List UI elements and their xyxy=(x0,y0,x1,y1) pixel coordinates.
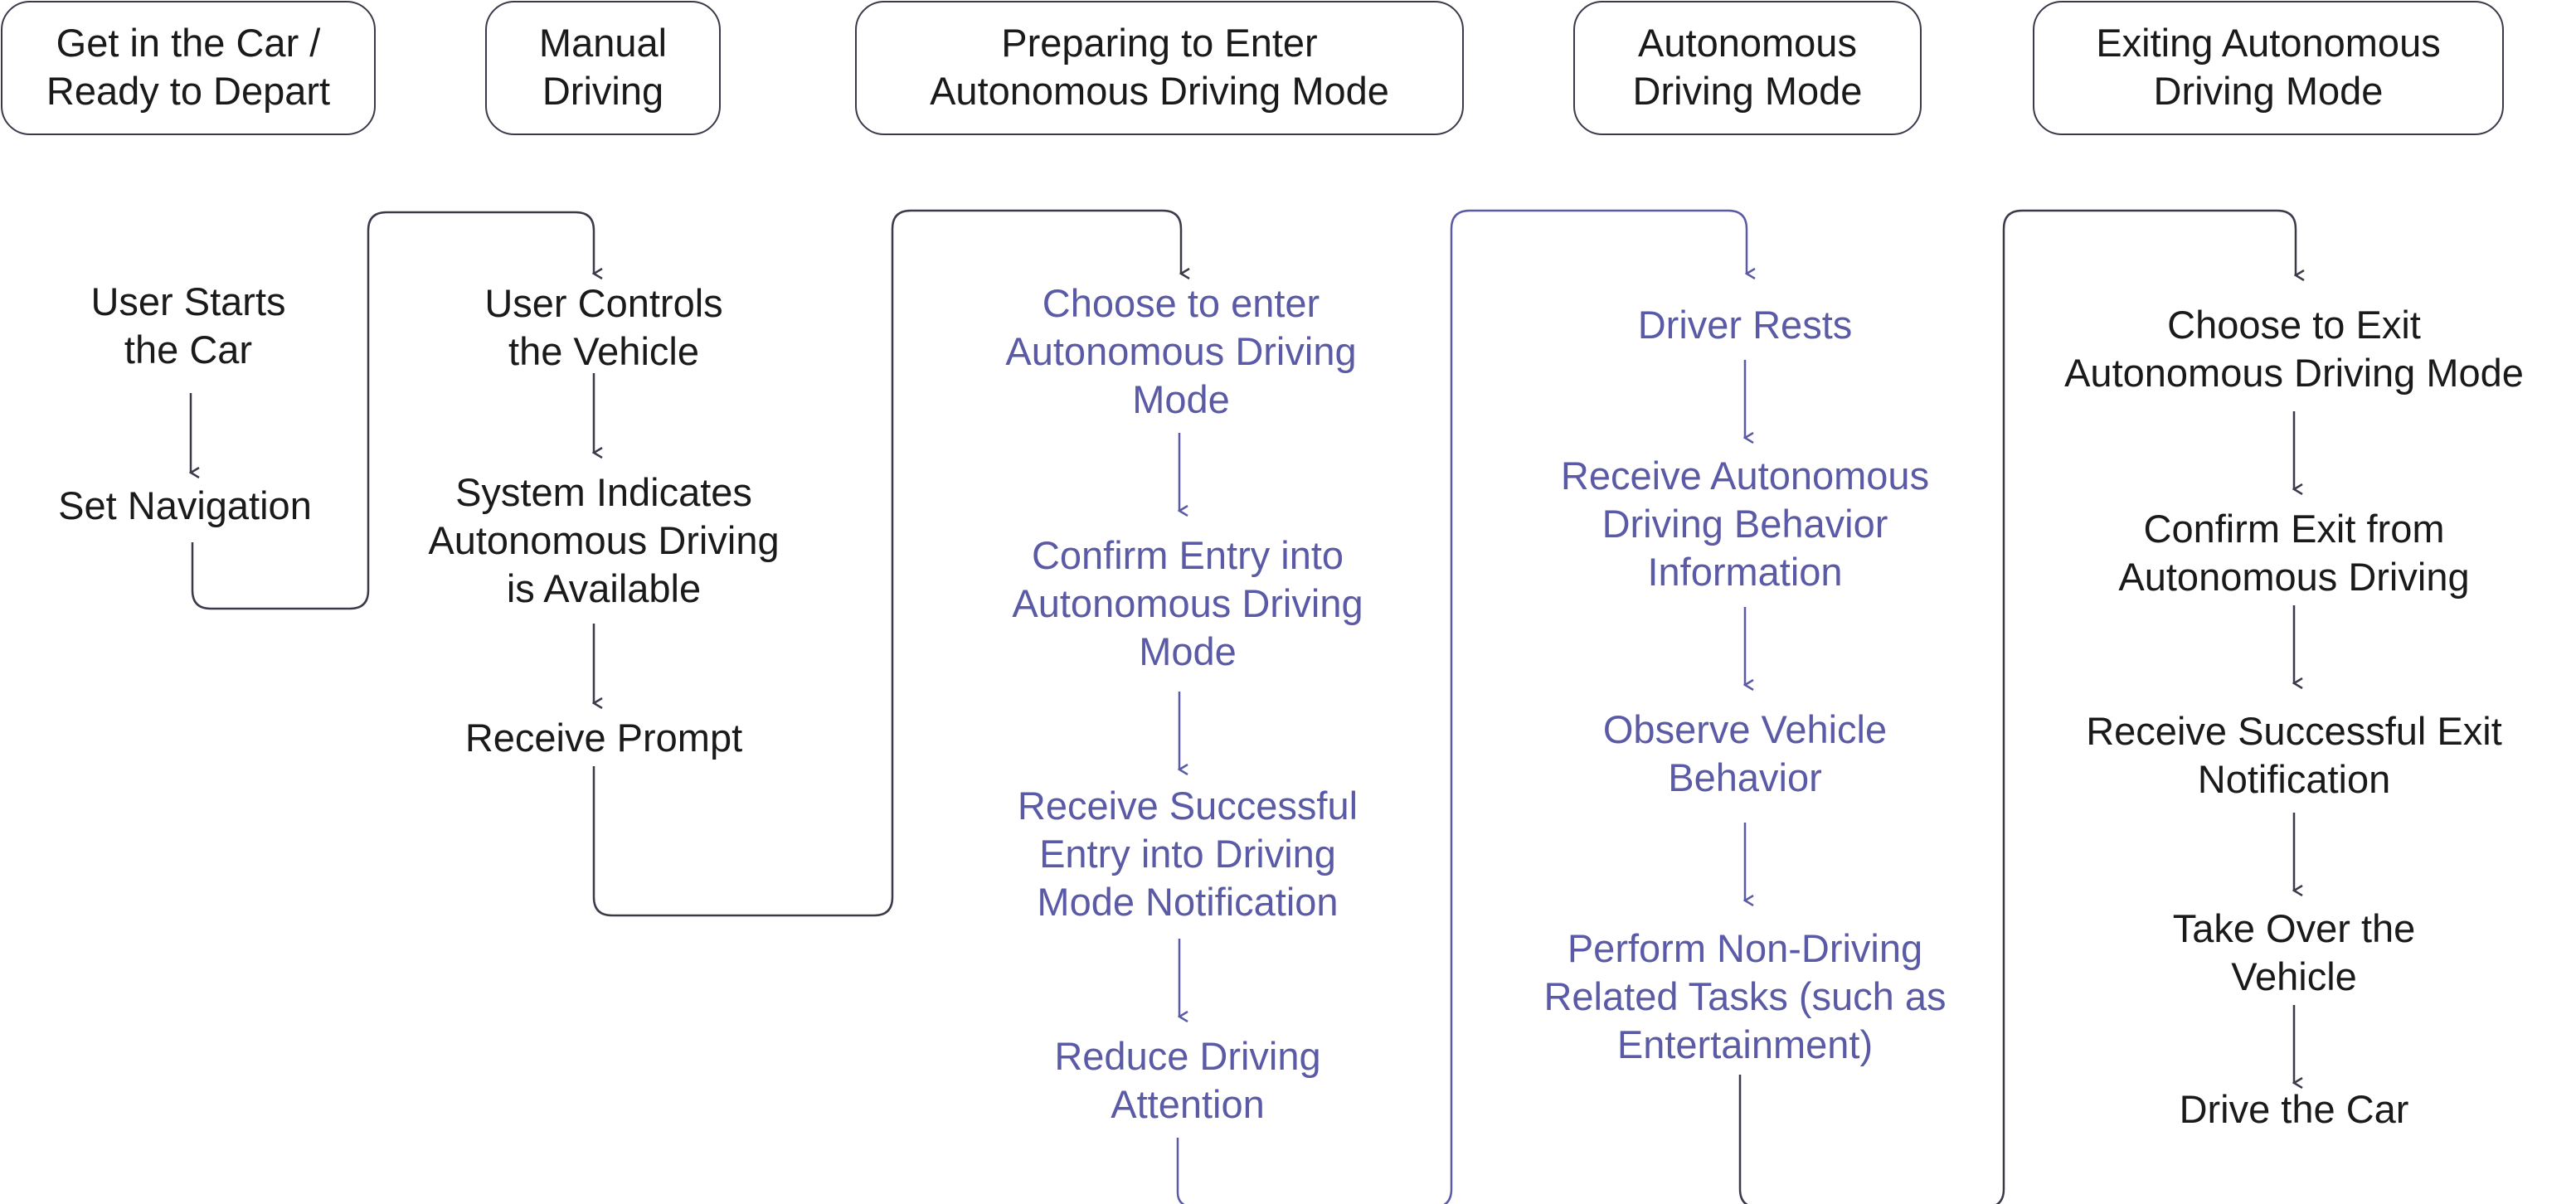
step-label: Mode Notification xyxy=(1037,880,1338,924)
step-label: Notification xyxy=(2198,757,2391,801)
step-label: Entry into Driving xyxy=(1039,832,1336,876)
step-confirm-exit: Confirm Exit from Autonomous Driving xyxy=(2118,507,2469,599)
step-observe-behavior: Observe Vehicle Behavior xyxy=(1603,707,1887,799)
stage-label: Get in the Car / xyxy=(56,21,322,65)
step-label: the Car xyxy=(124,328,252,371)
step-label: Information xyxy=(1647,550,1842,594)
step-label: Perform Non-Driving xyxy=(1567,926,1922,970)
step-label: Autonomous Driving Mode xyxy=(2064,351,2524,395)
step-driver-rests: Driver Rests xyxy=(1638,303,1853,347)
step-label: Choose to Exit xyxy=(2167,303,2421,347)
step-label: Attention xyxy=(1111,1082,1265,1126)
step-user-controls-vehicle: User Controls the Vehicle xyxy=(484,281,722,373)
step-label: User Controls xyxy=(484,281,722,325)
step-confirm-entry: Confirm Entry into Autonomous Driving Mo… xyxy=(1012,533,1363,673)
connector-arrow xyxy=(592,209,1181,917)
step-label: Take Over the xyxy=(2173,906,2416,950)
step-label: Receive Autonomous xyxy=(1561,454,1929,498)
step-choose-enter-autonomous: Choose to enter Autonomous Driving Mode xyxy=(1005,281,1356,421)
connector-arrow xyxy=(1176,209,1747,1204)
step-set-navigation: Set Navigation xyxy=(58,483,312,527)
step-label: Driver Rests xyxy=(1638,303,1853,347)
connector-arrow xyxy=(1738,209,2296,1204)
stage-manual-driving: Manual Driving xyxy=(485,1,721,135)
step-label: Vehicle xyxy=(2231,954,2357,998)
step-label: Mode xyxy=(1132,377,1230,421)
step-label: Confirm Entry into xyxy=(1032,533,1344,577)
step-system-indicates-available: System Indicates Autonomous Driving is A… xyxy=(428,470,779,610)
step-label: Entertainment) xyxy=(1617,1022,1873,1066)
step-receive-behavior-info: Receive Autonomous Driving Behavior Info… xyxy=(1561,454,1929,594)
step-reduce-attention: Reduce Driving Attention xyxy=(1054,1034,1320,1126)
step-label: Set Navigation xyxy=(58,483,312,527)
step-label: Receive Prompt xyxy=(465,716,742,760)
stage-label: Exiting Autonomous xyxy=(2096,21,2440,65)
step-label: Autonomous Driving xyxy=(428,518,779,562)
step-take-over-vehicle: Take Over the Vehicle xyxy=(2173,906,2416,998)
step-label: the Vehicle xyxy=(508,329,699,373)
stage-label: Driving Mode xyxy=(1633,69,1863,113)
step-choose-exit: Choose to Exit Autonomous Driving Mode xyxy=(2064,303,2524,395)
step-label: Confirm Exit from xyxy=(2144,507,2445,551)
stage-label: Autonomous xyxy=(1638,21,1857,65)
stage-exiting-autonomous: Exiting Autonomous Driving Mode xyxy=(2033,1,2504,135)
step-label: Choose to enter xyxy=(1043,281,1320,325)
stage-label: Driving Mode xyxy=(2154,69,2384,113)
step-receive-entry-notification: Receive Successful Entry into Driving Mo… xyxy=(1018,784,1358,924)
connector-arrow xyxy=(191,211,594,610)
step-label: Drive the Car xyxy=(2180,1087,2409,1131)
step-receive-prompt: Receive Prompt xyxy=(465,716,742,760)
step-label: Behavior xyxy=(1668,755,1822,799)
step-label: Driving Behavior xyxy=(1602,502,1888,546)
step-label: Observe Vehicle xyxy=(1603,707,1887,751)
stage-label: Ready to Depart xyxy=(46,69,330,113)
step-label: Receive Successful xyxy=(1018,784,1358,828)
step-label: Mode xyxy=(1139,629,1237,673)
step-label: Reduce Driving xyxy=(1054,1034,1320,1078)
step-label: User Starts xyxy=(90,279,285,323)
step-drive-the-car: Drive the Car xyxy=(2180,1087,2409,1131)
stage-label: Autonomous Driving Mode xyxy=(930,69,1389,113)
step-label: Autonomous Driving xyxy=(1005,329,1356,373)
stage-label: Driving xyxy=(542,69,663,113)
stage-ready-to-depart: Get in the Car / Ready to Depart xyxy=(1,1,376,135)
step-label: System Indicates xyxy=(455,470,752,514)
step-label: Autonomous Driving xyxy=(1012,581,1363,625)
step-label: Related Tasks (such as xyxy=(1543,974,1946,1018)
step-label: Autonomous Driving xyxy=(2118,555,2469,599)
stage-label: Manual xyxy=(539,21,667,65)
stage-autonomous-driving: Autonomous Driving Mode xyxy=(1573,1,1922,135)
step-non-driving-tasks: Perform Non-Driving Related Tasks (such … xyxy=(1543,926,1946,1066)
stage-label: Preparing to Enter xyxy=(1001,21,1317,65)
step-user-starts-car: User Starts the Car xyxy=(90,279,285,371)
step-label: is Available xyxy=(507,566,701,610)
stage-preparing-autonomous: Preparing to Enter Autonomous Driving Mo… xyxy=(855,1,1464,135)
step-receive-exit-notification: Receive Successful Exit Notification xyxy=(2086,709,2502,801)
step-label: Receive Successful Exit xyxy=(2086,709,2502,753)
